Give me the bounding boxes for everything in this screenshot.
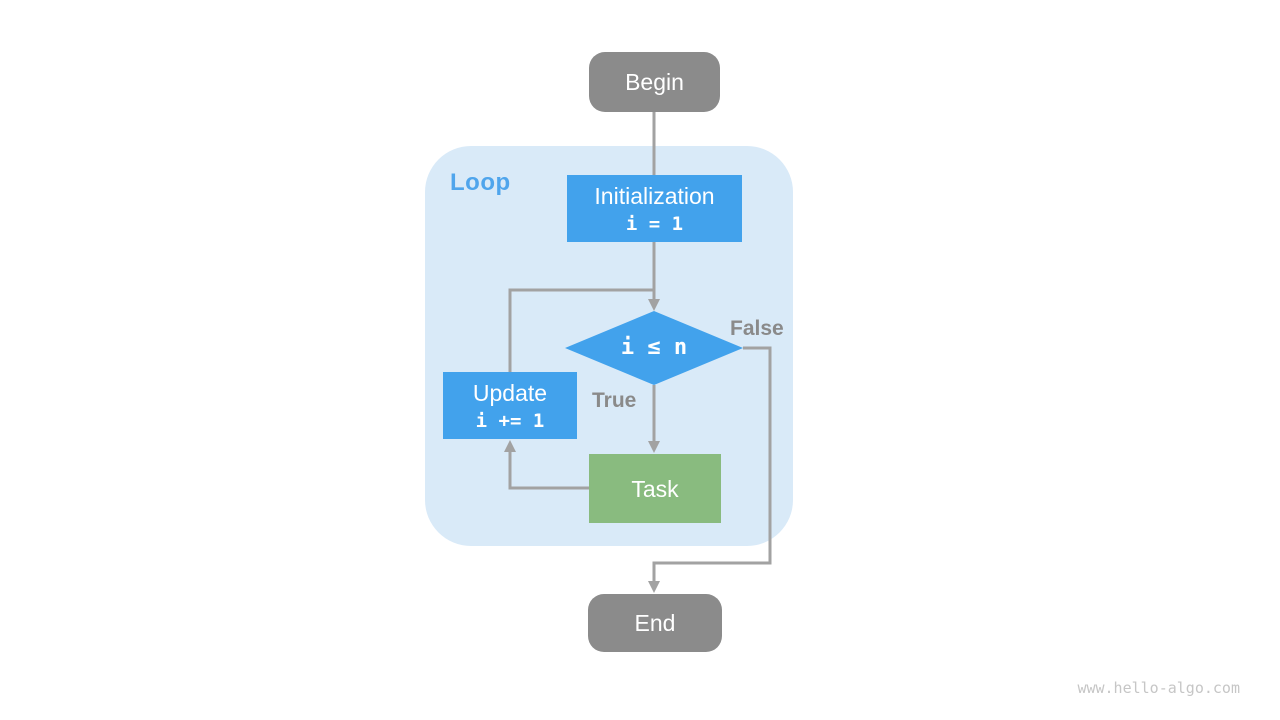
task-node: Task (589, 454, 721, 523)
arrowhead-into-condition (648, 299, 660, 311)
initialization-node-code: i = 1 (625, 212, 684, 235)
false-branch-label: False (730, 317, 784, 340)
update-node-title: Update (472, 379, 548, 406)
task-node-label: Task (631, 475, 679, 502)
true-branch-label: True (592, 389, 637, 412)
condition-node-code: i ≤ n (620, 335, 688, 360)
end-node-label: End (634, 610, 676, 636)
end-node: End (588, 594, 722, 652)
site-watermark: www.hello-algo.com (1077, 679, 1240, 697)
arrowhead-into-update (504, 440, 516, 452)
edge-condition-to-end (652, 346, 772, 583)
arrowhead-into-task (648, 441, 660, 453)
begin-node: Begin (589, 52, 720, 112)
initialization-node-title: Initialization (594, 182, 715, 209)
update-node: Update i += 1 (443, 372, 577, 439)
edge-update-loopback (508, 288, 654, 372)
loop-region-label: Loop (450, 169, 511, 196)
initialization-node: Initialization i = 1 (567, 175, 742, 242)
edge-task-to-update (508, 443, 595, 490)
update-node-code: i += 1 (475, 409, 545, 432)
arrowhead-into-end (648, 581, 660, 593)
begin-node-label: Begin (625, 69, 684, 95)
